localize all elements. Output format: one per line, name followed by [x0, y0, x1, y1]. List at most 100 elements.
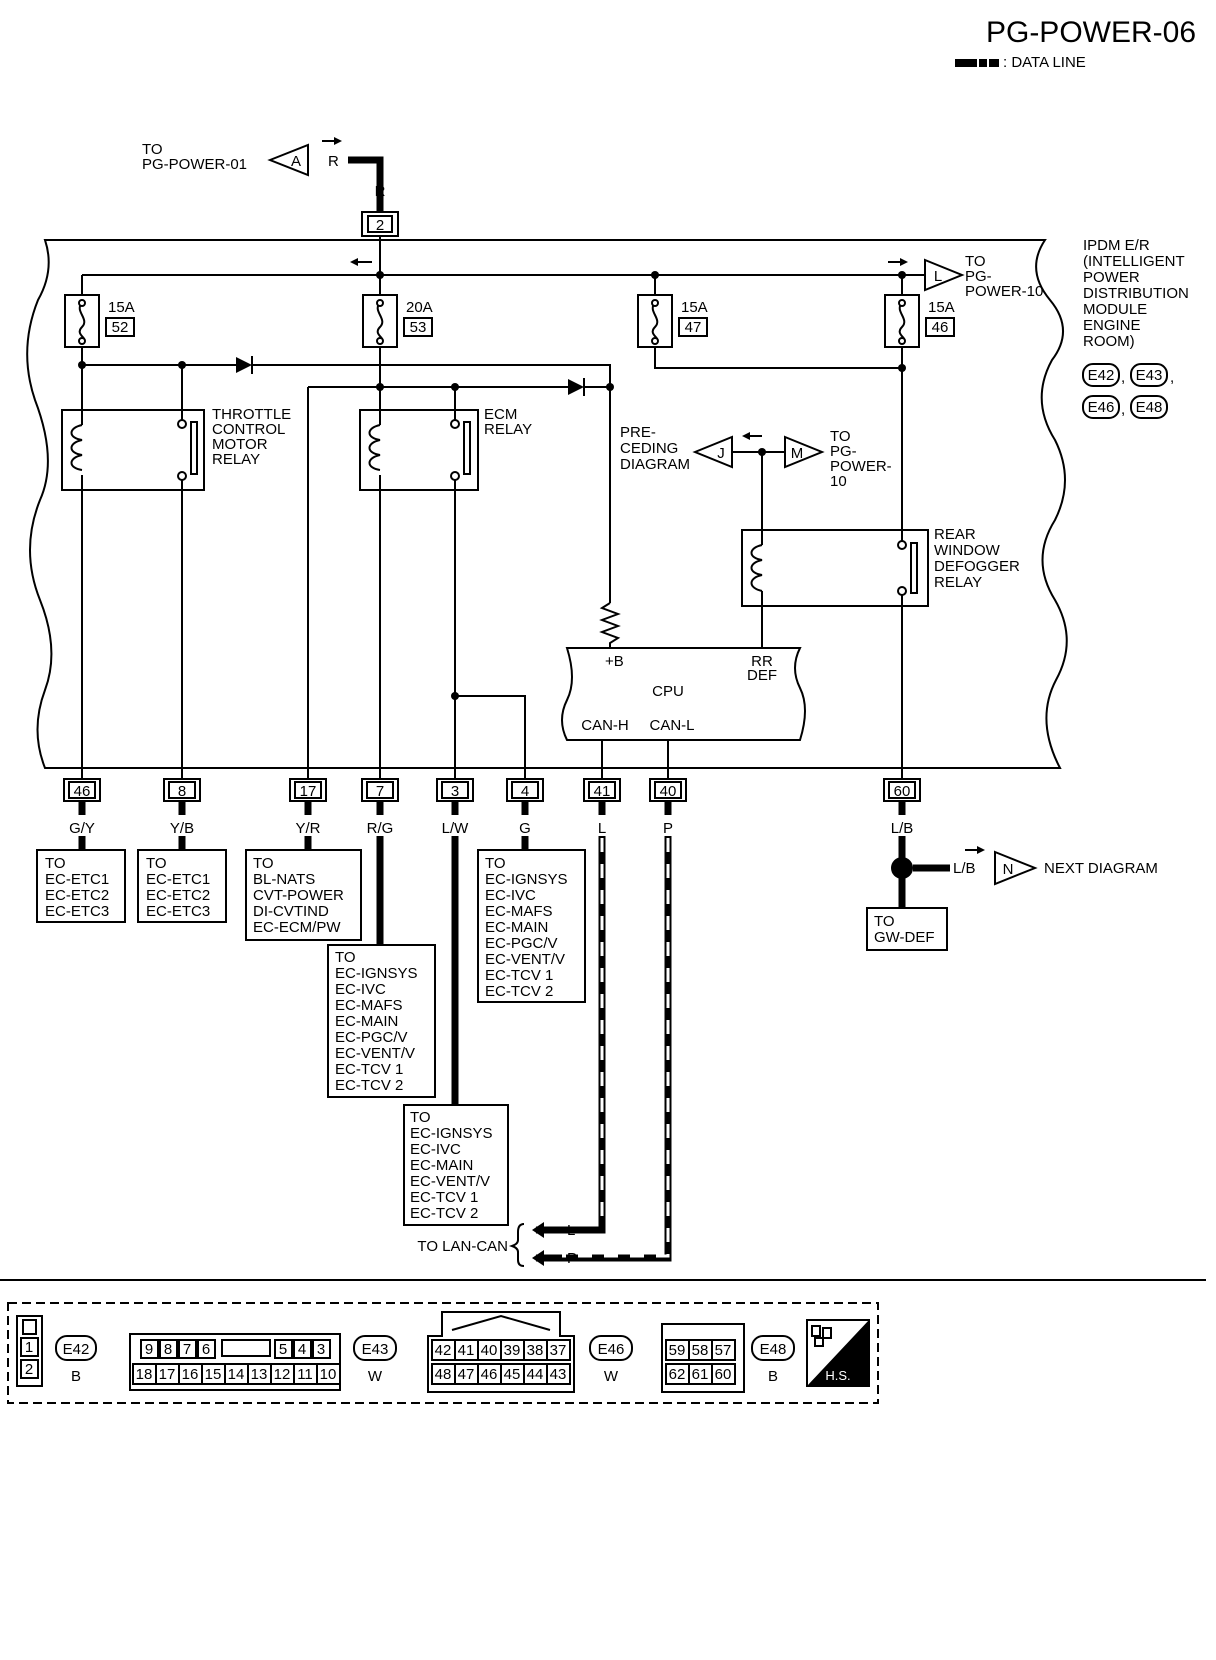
- wire-color-r: R: [375, 183, 386, 200]
- connector-view-e48: 59 58 57 62 61 60 E48 B: [661, 1323, 795, 1393]
- svg-text:14: 14: [228, 1366, 245, 1383]
- ref-j-arrow[interactable]: J: [692, 435, 733, 469]
- connector-panel: [7, 1302, 879, 1404]
- svg-text:TO: TO: [142, 141, 163, 158]
- svg-text:2: 2: [376, 217, 384, 234]
- preceding-diagram-label: PRE- CEDING DIAGRAM: [620, 424, 690, 473]
- ipdm-label: IPDM E/R (INTELLIGENT POWER DISTRIBUTION…: [1083, 237, 1189, 350]
- wire-color-40: P: [663, 820, 673, 837]
- harness-side-icon: H.S.: [806, 1319, 870, 1387]
- svg-text:POWER-: POWER-: [830, 458, 892, 475]
- svg-text:15A: 15A: [928, 299, 955, 316]
- brace: [508, 1223, 525, 1267]
- svg-text:TO: TO: [965, 253, 986, 270]
- dest-box-4[interactable]: TO EC-IGNSYS EC-IVC EC-MAFS EC-MAIN EC-P…: [477, 849, 586, 1003]
- svg-text:53: 53: [410, 319, 427, 336]
- svg-text:M: M: [791, 445, 804, 462]
- svg-text:10: 10: [320, 1366, 337, 1383]
- svg-text:EC-ETC2: EC-ETC2: [146, 887, 210, 904]
- svg-text:3: 3: [317, 1341, 325, 1358]
- svg-text:TO: TO: [410, 1109, 431, 1126]
- svg-text:PRE-: PRE-: [620, 424, 656, 441]
- svg-text:15: 15: [205, 1366, 222, 1383]
- svg-text:TO: TO: [485, 855, 506, 872]
- dest-box-gw-def[interactable]: TO GW-DEF: [866, 907, 948, 951]
- dest-box-8[interactable]: TO EC-ETC1 EC-ETC2 EC-ETC3: [137, 849, 227, 923]
- svg-text:EC-PGC/V: EC-PGC/V: [485, 935, 558, 952]
- dest-box-46[interactable]: TO EC-ETC1 EC-ETC2 EC-ETC3: [36, 849, 126, 923]
- lan-can-label: TO LAN-CAN: [417, 1238, 508, 1255]
- svg-text:EC-ETC1: EC-ETC1: [45, 871, 109, 888]
- svg-text:EC-ECM/PW: EC-ECM/PW: [253, 919, 341, 936]
- ref-m-arrow[interactable]: M: [784, 435, 825, 469]
- wire-color-46: G/Y: [69, 820, 95, 837]
- ref-to-pg-power-01[interactable]: TO PG-POWER-01 A: [142, 141, 309, 177]
- svg-text:61: 61: [692, 1366, 709, 1383]
- svg-text:41: 41: [458, 1342, 475, 1359]
- fuse-47: 15A 47: [637, 275, 708, 348]
- svg-text:48: 48: [435, 1366, 452, 1383]
- dest-box-17[interactable]: TO BL-NATS CVT-POWER DI-CVTIND EC-ECM/PW: [245, 849, 362, 941]
- connector-view-e43: 9 8 7 6 5 4 3 18 17 16 15 14 13 12 11 10…: [129, 1333, 397, 1391]
- svg-text:43: 43: [550, 1366, 567, 1383]
- svg-text:E43: E43: [362, 1341, 389, 1358]
- ref-l-arrow[interactable]: L: [924, 258, 965, 292]
- svg-text:41: 41: [594, 783, 611, 800]
- resistor-icon: [599, 602, 621, 648]
- svg-text:CAN-H: CAN-H: [581, 717, 629, 734]
- svg-text:,: ,: [1170, 369, 1174, 386]
- svg-text:PG-: PG-: [830, 443, 857, 460]
- svg-text:1: 1: [25, 1339, 33, 1356]
- svg-text:BL-NATS: BL-NATS: [253, 871, 315, 888]
- svg-text:EC-TCV 2: EC-TCV 2: [335, 1077, 403, 1094]
- svg-text:EC-MAIN: EC-MAIN: [485, 919, 548, 936]
- svg-text:EC-TCV 2: EC-TCV 2: [410, 1205, 478, 1222]
- svg-text:EC-IGNSYS: EC-IGNSYS: [410, 1125, 493, 1142]
- svg-text:11: 11: [297, 1366, 313, 1383]
- svg-text:CEDING: CEDING: [620, 440, 678, 457]
- svg-text:DISTRIBUTION: DISTRIBUTION: [1083, 285, 1189, 302]
- svg-text:EC-IGNSYS: EC-IGNSYS: [485, 871, 568, 888]
- svg-text:46: 46: [481, 1366, 498, 1383]
- svg-text:7: 7: [183, 1341, 191, 1358]
- svg-text:PG-: PG-: [965, 268, 992, 285]
- dest-box-7[interactable]: TO EC-IGNSYS EC-IVC EC-MAFS EC-MAIN EC-P…: [327, 944, 436, 1098]
- wire-color-7: R/G: [367, 820, 394, 837]
- svg-text:13: 13: [251, 1366, 268, 1383]
- svg-text:EC-TCV 2: EC-TCV 2: [485, 983, 553, 1000]
- svg-text:2: 2: [25, 1361, 33, 1378]
- svg-text:EC-MAIN: EC-MAIN: [335, 1013, 398, 1030]
- svg-text:+B: +B: [605, 653, 624, 670]
- svg-text:TO: TO: [830, 428, 851, 445]
- ref-n-arrow[interactable]: N: [994, 850, 1038, 886]
- wire-color-3: L/W: [442, 820, 470, 837]
- ecm-relay-label: ECM RELAY: [484, 406, 532, 438]
- svg-text:3: 3: [451, 783, 459, 800]
- dest-box-3[interactable]: TO EC-IGNSYS EC-IVC EC-MAIN EC-VENT/V EC…: [403, 1104, 509, 1226]
- svg-text:7: 7: [376, 783, 384, 800]
- svg-text:40: 40: [481, 1342, 498, 1359]
- svg-text:CAN-L: CAN-L: [649, 717, 694, 734]
- ipdm-connector-ids: E42 , E43 , E46 , E48: [1082, 363, 1174, 419]
- svg-text:15A: 15A: [681, 299, 708, 316]
- svg-text:4: 4: [521, 783, 529, 800]
- lan-l-label: L: [567, 1222, 575, 1239]
- arrow-right-icon: [322, 137, 342, 145]
- svg-text:,: ,: [1121, 369, 1125, 386]
- terminal-46: 46: [63, 778, 101, 802]
- svg-text:E42: E42: [63, 1341, 90, 1358]
- svg-text:EC-PGC/V: EC-PGC/V: [335, 1029, 408, 1046]
- terminal-8: 8: [163, 778, 201, 802]
- terminal-3: 3: [436, 778, 474, 802]
- svg-text:N: N: [1003, 861, 1014, 878]
- svg-text:E43: E43: [1136, 367, 1163, 384]
- svg-text:39: 39: [504, 1342, 521, 1359]
- svg-text:EC-IGNSYS: EC-IGNSYS: [335, 965, 418, 982]
- svg-text:16: 16: [182, 1366, 199, 1383]
- fuse-46: 15A 46: [884, 275, 955, 348]
- svg-text:8: 8: [178, 783, 186, 800]
- svg-text:EC-ETC1: EC-ETC1: [146, 871, 210, 888]
- terminal-60: 60: [883, 778, 921, 802]
- terminal-17: 17: [289, 778, 327, 802]
